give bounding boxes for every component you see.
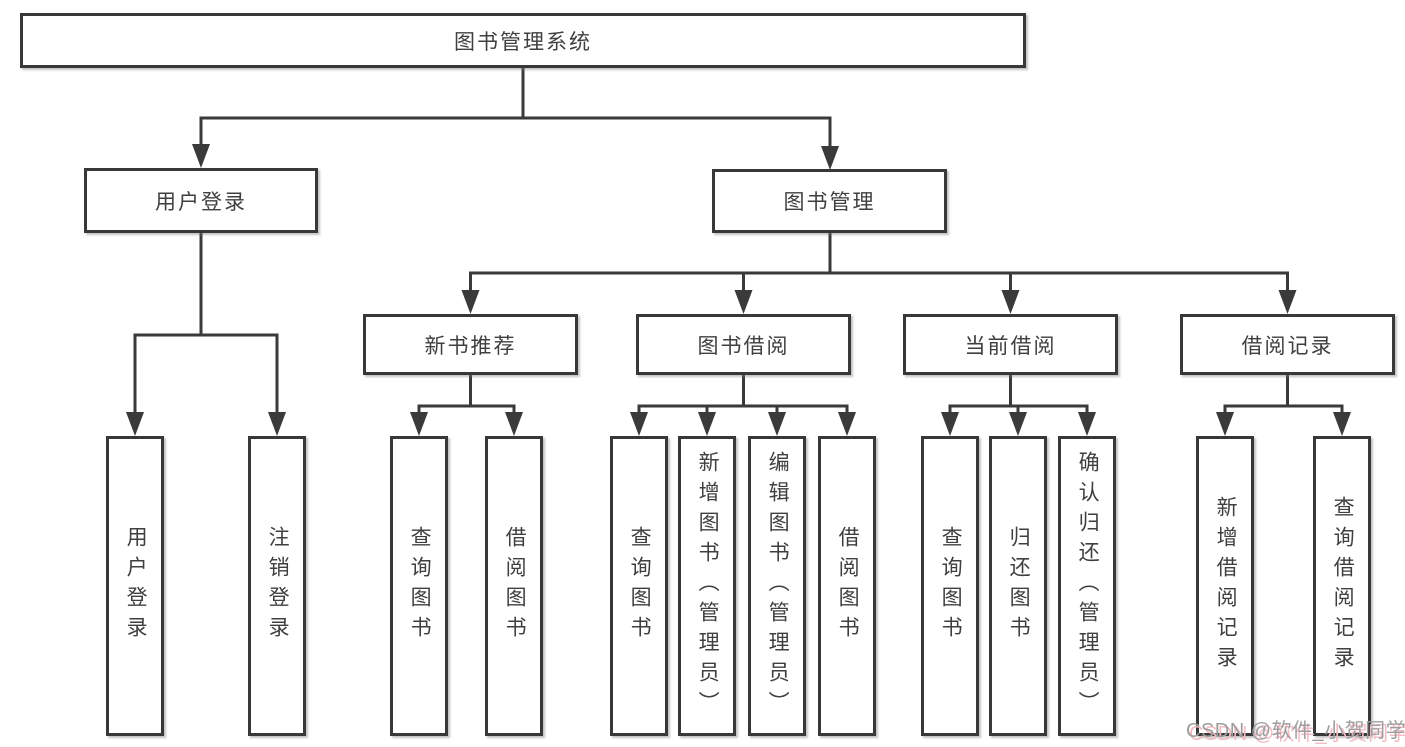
node-leaf-logout: 注销登录: [248, 436, 306, 736]
arrowhead: [768, 412, 786, 436]
arrowhead: [1278, 290, 1297, 314]
arrowhead: [734, 290, 753, 314]
node-book-management: 图书管理: [712, 169, 947, 233]
arrowhead: [410, 412, 428, 436]
csdn-watermark: CSDN @软件_小贺同学: [1186, 720, 1405, 742]
node-leaf-return-books: 归还图书: [989, 436, 1047, 736]
node-leaf-borrow-books: 借阅图书: [818, 436, 876, 736]
node-user-login: 用户登录: [84, 168, 318, 233]
node-leaf-add-book-admin: 新增图书（管理员）: [678, 436, 736, 736]
arrowhead: [268, 412, 286, 436]
arrowhead: [698, 412, 716, 436]
node-leaf-query-books-borrowing: 查询图书: [610, 436, 668, 736]
arrowhead: [1216, 412, 1234, 436]
arrowhead: [838, 412, 856, 436]
arrowhead: [1009, 412, 1027, 436]
arrowhead: [192, 144, 210, 168]
node-leaf-edit-book-admin: 编辑图书（管理员）: [748, 436, 806, 736]
node-book-borrowing: 图书借阅: [636, 314, 851, 375]
node-current-borrowing: 当前借阅: [903, 314, 1118, 375]
node-library-management-system: 图书管理系统: [20, 13, 1026, 68]
node-leaf-query-borrow-record: 查询借阅记录: [1313, 436, 1371, 736]
arrowhead: [1078, 412, 1096, 436]
arrowhead: [821, 146, 839, 170]
arrowhead: [630, 412, 648, 436]
node-leaf-confirm-return-admin: 确认归还（管理员）: [1058, 436, 1116, 736]
node-leaf-add-borrow-record: 新增借阅记录: [1196, 436, 1254, 736]
arrowhead: [941, 412, 959, 436]
node-leaf-query-books-recommend: 查询图书: [390, 436, 448, 736]
node-leaf-query-books-current: 查询图书: [921, 436, 979, 736]
node-leaf-borrow-books-recommend: 借阅图书: [485, 436, 543, 736]
arrowhead: [126, 412, 144, 436]
arrowhead: [505, 412, 523, 436]
node-borrowing-records: 借阅记录: [1180, 314, 1395, 375]
arrowhead: [461, 290, 480, 314]
arrowhead: [1333, 412, 1351, 436]
node-leaf-user-login: 用户登录: [106, 436, 164, 736]
arrowhead: [1001, 290, 1020, 314]
node-new-book-recommendation: 新书推荐: [363, 314, 578, 375]
